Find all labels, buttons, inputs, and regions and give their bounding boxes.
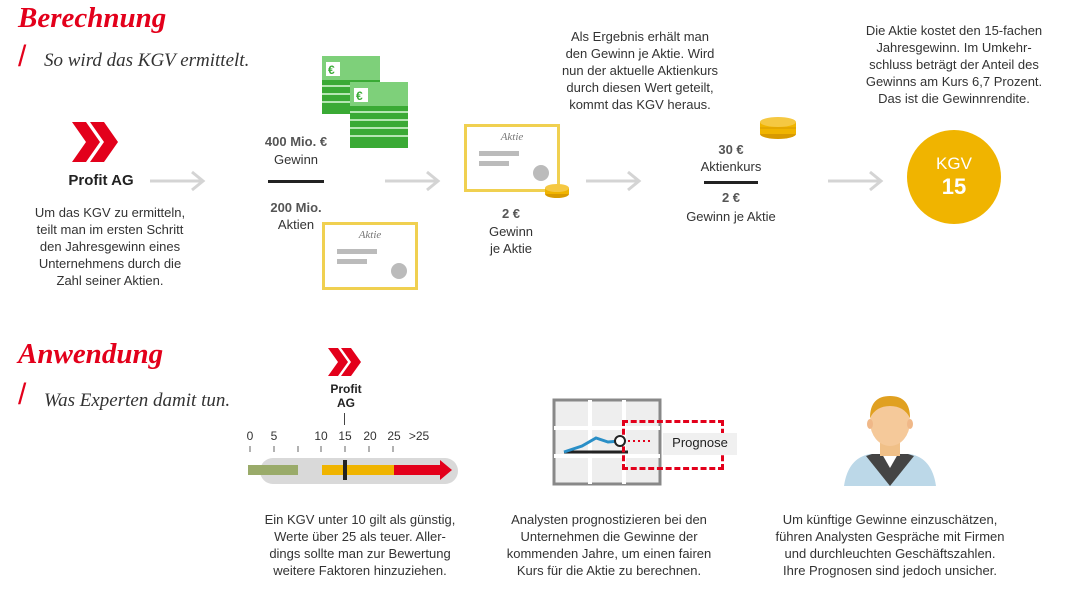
kgv-description: Die Aktie kostet den 15-fachen Jahresgew… <box>865 23 1043 106</box>
arrow-icon <box>828 170 884 192</box>
fraction-line <box>704 181 758 184</box>
prognose-label: Prognose <box>663 433 737 455</box>
eps-label: Gewinn je Aktie <box>488 224 534 256</box>
shares-value: 200 Mio. <box>270 200 322 215</box>
scale-tick-label: 25 <box>387 429 401 443</box>
company-name: Profit AG <box>68 172 134 189</box>
coin-stack-icon <box>760 117 796 139</box>
analyst-person-icon <box>844 396 936 486</box>
section-title-berechnung: Berechnung <box>18 2 167 34</box>
arrow-icon <box>150 170 206 192</box>
profit-value: 400 Mio. € <box>264 134 328 149</box>
person-description: Um künftige Gewinne einzuschätzen, führe… <box>775 512 1005 578</box>
price-label: Aktienkurs <box>700 159 762 174</box>
eps2-value: 2 € <box>721 190 741 205</box>
scale-tick-label: 0 <box>246 429 254 443</box>
profit-ag-logo-icon <box>328 348 361 376</box>
fraction-line <box>268 180 324 183</box>
kgv-scale-bar <box>248 446 458 484</box>
share-certificate-icon: Aktie <box>464 124 560 192</box>
forecast-point-icon <box>614 435 650 447</box>
step1-description: Um das KGV zu ermitteln, teilt man im er… <box>34 205 186 288</box>
scale-tick-label: 20 <box>363 429 377 443</box>
profit-ag-logo-icon <box>72 122 118 162</box>
section-subtitle-anwendung: Was Experten damit tun. <box>44 390 231 411</box>
scale-tick-label: 5 <box>270 429 278 443</box>
analyst-description: Analysten prognostizieren bei den Untern… <box>506 512 712 578</box>
coin-stack-icon <box>545 184 569 198</box>
money-stack-icon: € € <box>322 56 408 148</box>
marker-pointer-line <box>344 413 345 425</box>
scale-tick-label: >25 <box>408 429 430 443</box>
arrow-icon <box>385 170 441 192</box>
profit-label: Gewinn <box>273 152 319 167</box>
eps2-label: Gewinn je Aktie <box>686 209 776 224</box>
scale-tick-label: 15 <box>338 429 352 443</box>
svg-text:€: € <box>328 63 335 77</box>
section-title-anwendung: Anwendung <box>18 338 164 370</box>
title-slash: / <box>18 378 27 411</box>
shares-label: Aktien <box>277 217 315 232</box>
scale-description: Ein KGV unter 10 gilt als günstig, Werte… <box>264 512 456 578</box>
svg-text:€: € <box>356 89 363 103</box>
scale-tick-label: 10 <box>314 429 328 443</box>
kgv-result-badge: KGV 15 <box>907 130 1001 224</box>
arrow-icon <box>586 170 642 192</box>
eps-value: 2 € <box>501 206 521 221</box>
share-certificate-icon: Aktie <box>322 222 418 290</box>
title-slash: / <box>18 40 27 73</box>
section-subtitle-berechnung: So wird das KGV ermittelt. <box>44 50 250 71</box>
scale-marker-label: Profit AG <box>330 382 362 410</box>
forecast-chart-icon <box>552 398 662 486</box>
price-value: 30 € <box>718 142 744 157</box>
result-description: Als Ergebnis erhält man den Gewinn je Ak… <box>561 29 719 112</box>
